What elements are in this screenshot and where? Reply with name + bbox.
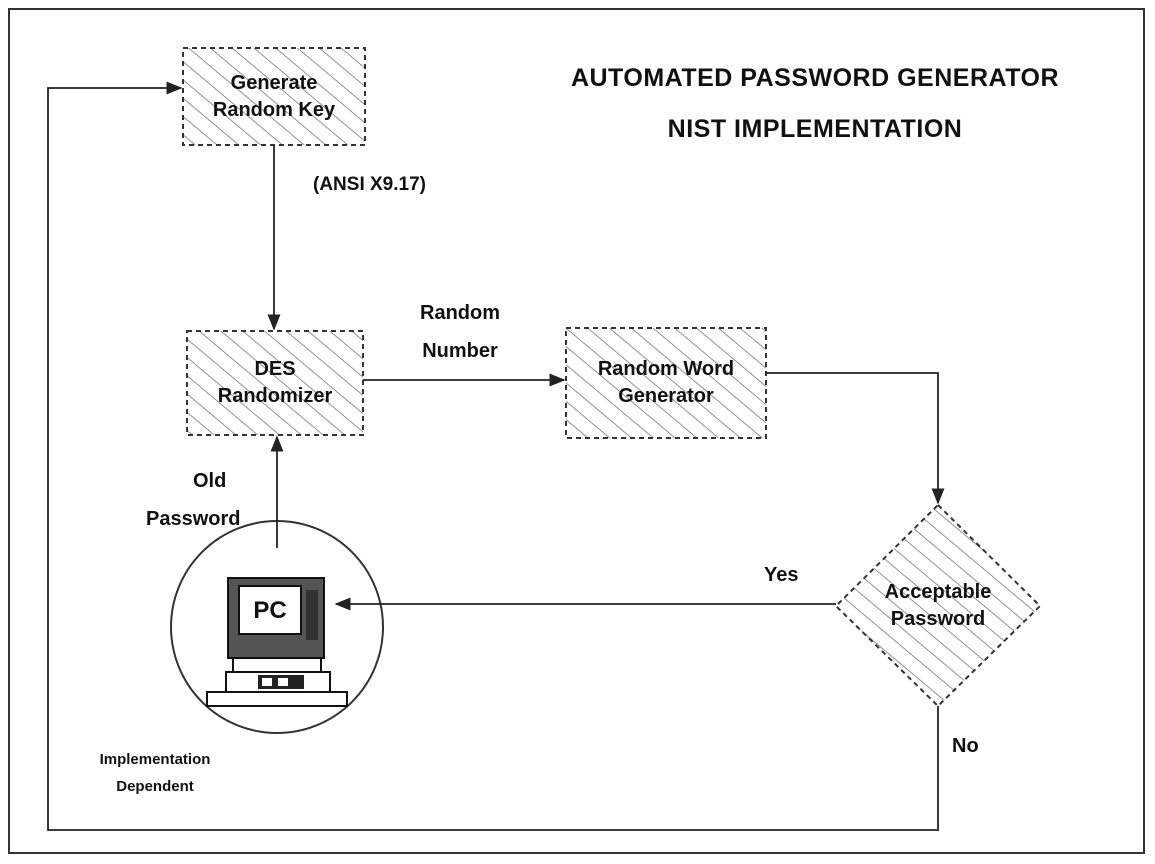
generate-key-label-line1: Generate xyxy=(230,71,318,94)
word-generator-label: Random Word Generator xyxy=(566,328,766,438)
yes-label: Yes xyxy=(764,564,799,586)
generate-key-label: Generate Random Key xyxy=(183,48,365,145)
no-label: No xyxy=(952,735,979,757)
diagram-frame xyxy=(8,8,1145,854)
des-randomizer-label: DES Randomizer xyxy=(187,331,363,435)
generate-key-label-line2: Random Key xyxy=(212,98,336,121)
des-randomizer-label-line1: DES xyxy=(254,358,296,380)
diagram-title-line2: NIST IMPLEMENTATION xyxy=(667,115,963,143)
decision-diamond xyxy=(834,503,1042,708)
decision-label-line1: Acceptable xyxy=(884,581,992,603)
random-number-label-line1: Random xyxy=(420,302,500,324)
ansi-label: (ANSI X9.17) xyxy=(313,174,426,195)
edge-no-loop xyxy=(47,81,939,831)
decision-label: Acceptable Password xyxy=(858,566,1018,646)
old-password-label-line2: Password xyxy=(146,508,241,530)
old-password-label-line1: Old xyxy=(193,470,227,492)
edge-word-to-decision xyxy=(766,372,945,505)
random-number-label-line2: Number xyxy=(422,340,498,362)
edges xyxy=(47,81,945,831)
pc-label: PC xyxy=(253,597,287,624)
caption-line1: Implementation xyxy=(99,751,211,768)
des-randomizer-box xyxy=(186,330,364,436)
caption-line2: Dependent xyxy=(116,778,194,795)
computer-icon xyxy=(206,577,348,707)
decision-label-line2: Password xyxy=(890,608,986,630)
word-generator-label-line1: Random Word xyxy=(597,358,735,380)
diagram-title-line1: AUTOMATED PASSWORD GENERATOR xyxy=(570,64,1060,92)
word-generator-label-line2: Generator xyxy=(618,385,714,407)
generate-key-box xyxy=(182,47,366,146)
des-randomizer-label-line2: Randomizer xyxy=(217,385,333,407)
word-generator-box xyxy=(565,327,767,439)
